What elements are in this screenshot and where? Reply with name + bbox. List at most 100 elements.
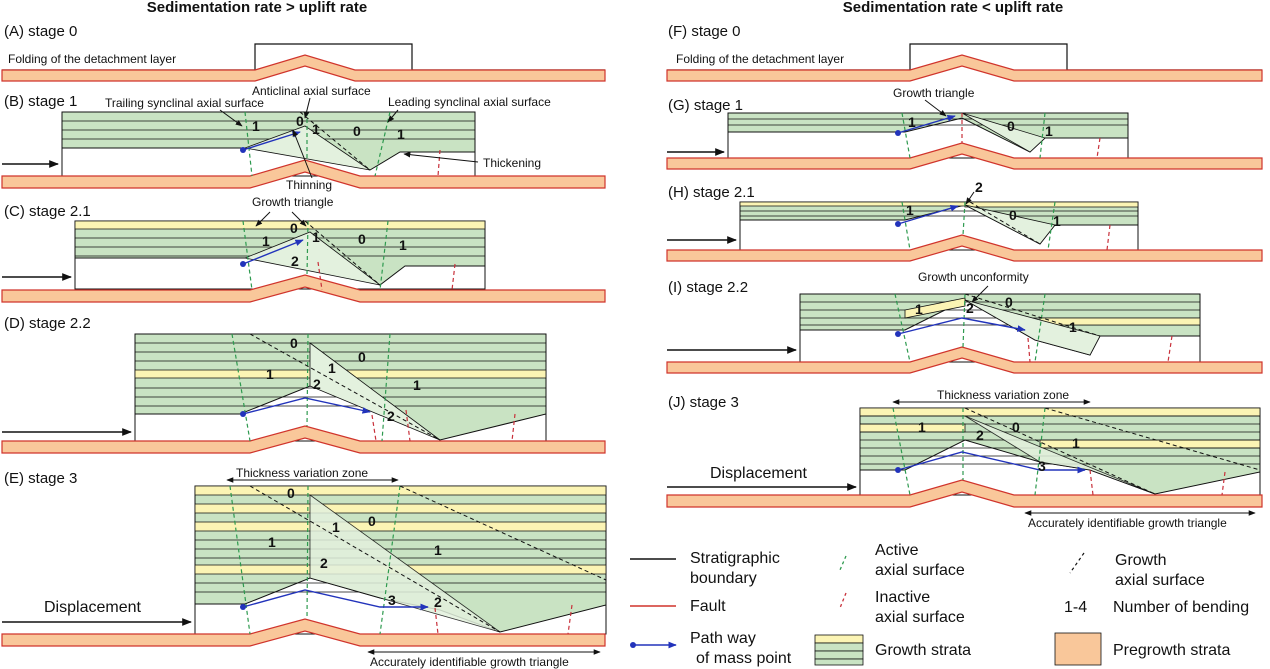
legend-active-swatch xyxy=(839,555,847,571)
stage-label-f: (F) stage 0 xyxy=(668,23,741,40)
stage-label-a: (A) stage 0 xyxy=(4,23,77,40)
bend-num-j1a: 1 xyxy=(918,419,926,435)
bend-num-j2: 2 xyxy=(976,427,984,443)
bend-num-d1a: 1 xyxy=(266,366,274,382)
panel-e: Displacement Thickness variation zone Ac… xyxy=(1,466,607,669)
bend-num-h1a: 1 xyxy=(906,202,914,218)
bend-num-c0a: 0 xyxy=(290,220,298,236)
legend-inactive-line2: axial surface xyxy=(875,609,965,626)
panel-i: Growth unconformity 1 2 0 1 xyxy=(666,270,1263,374)
panel-f: Folding of the detachment layer xyxy=(666,43,1263,82)
leading-label: Leading synclinal axial surface xyxy=(388,95,551,109)
thickness-zone-label-j: Thickness variation zone xyxy=(937,388,1069,402)
left-column-header: Sedimentation rate > uplift rate xyxy=(147,0,367,16)
folding-label-f: Folding of the detachment layer xyxy=(676,52,844,66)
legend-inactive-swatch xyxy=(839,592,847,609)
bend-num-b0b: 0 xyxy=(353,123,361,139)
panel-c: Growth triangle 1 0 1 2 0 1 xyxy=(1,195,606,303)
legend-inactive-line1: Inactive xyxy=(875,589,930,606)
displacement-label-j: Displacement xyxy=(710,465,807,482)
thinning-label: Thinning xyxy=(286,178,332,192)
bend-num-h2: 2 xyxy=(975,179,983,195)
legend-path-line1: Path way xyxy=(690,630,756,647)
legend-pregrowth-swatch xyxy=(1054,632,1102,666)
legend-strat-line1: Stratigraphic xyxy=(690,550,780,567)
bend-num-b1: 1 xyxy=(252,118,260,134)
bend-num-b1c: 1 xyxy=(397,126,405,142)
panel-a: Folding of the detachment layer xyxy=(1,43,606,82)
growth-triangle-label-g: Growth triangle xyxy=(893,86,975,100)
bend-num-c2: 2 xyxy=(291,253,299,269)
panel-j: Displacement Thickness variation zone Ac… xyxy=(666,388,1263,530)
bend-num-e3: 3 xyxy=(388,592,396,608)
legend-growth-axial-swatch xyxy=(1069,552,1085,574)
bend-num-c1c: 1 xyxy=(399,237,407,253)
legend-pregrowth: Pregrowth strata xyxy=(1113,642,1230,659)
bend-num-d0b: 0 xyxy=(358,349,366,365)
bend-num-d0a: 0 xyxy=(290,335,298,351)
bend-num-h0: 0 xyxy=(1009,207,1017,223)
legend-path-line2: of mass point xyxy=(696,650,792,667)
displacement-label-e: Displacement xyxy=(44,599,141,616)
bend-num-g1b: 1 xyxy=(1045,123,1053,139)
legend: Stratigraphic boundary Fault Path way of… xyxy=(630,542,1249,667)
bend-num-c1b: 1 xyxy=(312,229,320,245)
legend-active-line2: axial surface xyxy=(875,562,965,579)
legend-fault: Fault xyxy=(690,598,726,615)
bend-num-b0a: 0 xyxy=(296,113,304,129)
legend-growth-axial-line2: axial surface xyxy=(1115,572,1205,589)
stage-label-e: (E) stage 3 xyxy=(4,470,77,487)
legend-growth-axial-line1: Growth xyxy=(1115,552,1167,569)
stage-label-b: (B) stage 1 xyxy=(4,93,77,110)
stage-label-d: (D) stage 2.2 xyxy=(4,315,91,332)
thickness-zone-label-e: Thickness variation zone xyxy=(236,466,368,480)
bend-num-g0: 0 xyxy=(1007,118,1015,134)
bend-num-d1c: 1 xyxy=(413,377,421,393)
bend-num-j1b: 1 xyxy=(1072,435,1080,451)
panel-b: Anticlinal axial surface Trailing syncli… xyxy=(1,84,606,192)
anticlinal-label: Anticlinal axial surface xyxy=(252,84,371,98)
thickening-label: Thickening xyxy=(483,156,541,170)
bend-num-i2: 2 xyxy=(966,300,974,316)
bend-num-i1b: 1 xyxy=(1069,319,1077,335)
folding-label-a: Folding of the detachment layer xyxy=(8,52,176,66)
stage-label-i: (I) stage 2.2 xyxy=(668,279,748,296)
bend-num-j3: 3 xyxy=(1038,458,1046,474)
bend-num-i0: 0 xyxy=(1005,294,1013,310)
legend-bending-label: Number of bending xyxy=(1113,599,1249,616)
trailing-label: Trailing synclinal axial surface xyxy=(105,96,264,110)
panel-g: Growth triangle 1 0 1 xyxy=(666,86,1263,170)
bend-num-g1a: 1 xyxy=(908,114,916,130)
growth-triangle-label-c: Growth triangle xyxy=(252,195,334,209)
stage-label-c: (C) stage 2.1 xyxy=(4,203,91,220)
bend-num-c0b: 0 xyxy=(358,231,366,247)
panel-h: 2 1 0 1 xyxy=(666,179,1263,262)
stage-label-h: (H) stage 2.1 xyxy=(668,184,755,201)
bend-num-i1a: 1 xyxy=(915,301,923,317)
stage-label-g: (G) stage 1 xyxy=(668,97,743,114)
growth-unconformity-label: Growth unconformity xyxy=(918,270,1029,284)
bend-num-h1b: 1 xyxy=(1053,213,1061,229)
panel-d: 0 0 1 1 1 2 2 xyxy=(1,333,606,454)
legend-active-line1: Active xyxy=(875,542,919,559)
bend-num-d1b: 1 xyxy=(328,360,336,376)
legend-growth-strata-swatch xyxy=(814,634,864,666)
bend-num-e0a: 0 xyxy=(287,485,295,501)
bend-num-d2a: 2 xyxy=(313,376,321,392)
accurate-label-e: Accurately identifiable growth triangle xyxy=(370,655,569,669)
legend-growth-strata: Growth strata xyxy=(875,642,971,659)
legend-bending-key: 1-4 xyxy=(1064,599,1087,616)
bend-num-b1b: 1 xyxy=(312,121,320,137)
stage-label-j: (J) stage 3 xyxy=(668,394,739,411)
bend-num-e2a: 2 xyxy=(320,555,328,571)
bend-num-e1a: 1 xyxy=(268,534,276,550)
accurate-label-j: Accurately identifiable growth triangle xyxy=(1028,516,1227,530)
bend-num-d2b: 2 xyxy=(387,408,395,424)
bend-num-e1b: 1 xyxy=(332,519,340,535)
bend-num-e1c: 1 xyxy=(434,542,442,558)
bend-num-j0: 0 xyxy=(1012,419,1020,435)
right-column-header: Sedimentation rate < uplift rate xyxy=(843,0,1063,16)
bend-num-c1: 1 xyxy=(262,233,270,249)
legend-strat-line2: boundary xyxy=(690,570,757,587)
